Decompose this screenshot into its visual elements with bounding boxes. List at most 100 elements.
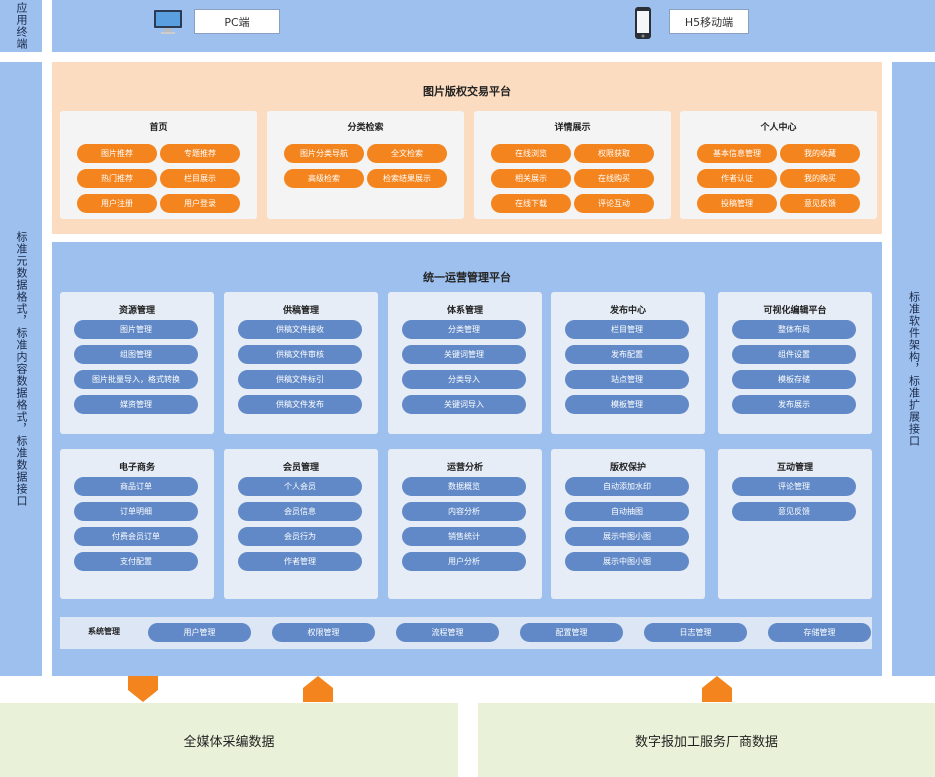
ops-card-title: 运营分析 xyxy=(446,463,483,473)
portal-item-button[interactable]: 用户登录 xyxy=(160,194,240,213)
left-bar-standards-label: 标准元数据格式，标准内容数据格式，标准数据接口 xyxy=(15,231,28,507)
portal-card-title: 个人中心 xyxy=(760,123,797,133)
ops-card-title: 资源管理 xyxy=(118,306,155,316)
ops-item-button[interactable]: 供稿文件标引 xyxy=(238,370,362,389)
portal-card-title: 分类检索 xyxy=(347,123,384,133)
ops-item-button[interactable]: 分类管理 xyxy=(402,320,526,339)
ops-item-button[interactable]: 模板管理 xyxy=(565,395,689,414)
portal-item-button[interactable]: 高级检索 xyxy=(284,169,364,188)
ops-item-button[interactable]: 用户分析 xyxy=(402,552,526,571)
ops-card: 电子商务商品订单订单明细付费会员订单支付配置 xyxy=(60,449,214,599)
ops-card-title: 供稿管理 xyxy=(282,306,319,316)
ops-item-button[interactable]: 组件设置 xyxy=(732,345,856,364)
ops-item-button[interactable]: 展示中图小图 xyxy=(565,552,689,571)
ops-card: 会员管理个人会员会员信息会员行为作者管理 xyxy=(224,449,378,599)
ops-card-title: 发布中心 xyxy=(609,306,646,316)
portal-item-button[interactable]: 我的购买 xyxy=(780,169,860,188)
ops-item-button[interactable]: 发布展示 xyxy=(732,395,856,414)
portal-item-button[interactable]: 图片分类导航 xyxy=(284,144,364,163)
arrow-up-icon xyxy=(303,676,333,702)
portal-card-title: 详情展示 xyxy=(554,123,591,133)
ops-card-title: 电子商务 xyxy=(118,463,155,473)
ops-item-button[interactable]: 意见反馈 xyxy=(732,502,856,521)
right-bar-standards-label: 标准软件架构，标准扩展接口 xyxy=(907,291,921,447)
ops-item-button[interactable]: 作者管理 xyxy=(238,552,362,571)
portal-item-button[interactable]: 我的收藏 xyxy=(780,144,860,163)
system-item-button[interactable]: 日志管理 xyxy=(644,623,747,642)
portal-item-button[interactable]: 用户注册 xyxy=(77,194,157,213)
mobile-phone-icon xyxy=(635,7,651,39)
ops-card-title: 可视化编辑平台 xyxy=(763,306,827,316)
portal-card-title: 首页 xyxy=(149,123,168,133)
ops-item-button[interactable]: 整体布局 xyxy=(732,320,856,339)
ops-item-button[interactable]: 会员行为 xyxy=(238,527,362,546)
ops-title: 统一运营管理平台 xyxy=(423,271,511,284)
ops-item-button[interactable]: 支付配置 xyxy=(74,552,198,571)
ops-item-button[interactable]: 订单明细 xyxy=(74,502,198,521)
system-management-label: 系统管理 xyxy=(88,627,120,636)
portal-item-button[interactable]: 投稿管理 xyxy=(697,194,777,213)
portal-card: 详情展示在线浏览权限获取相关展示在线购买在线下载评论互动 xyxy=(474,111,671,219)
system-management-bar: 系统管理 用户管理 权限管理 流程管理 配置管理 日志管理 存储管理 xyxy=(60,617,872,649)
ops-item-button[interactable]: 图片批量导入，格式转换 xyxy=(74,370,198,389)
ops-item-button[interactable]: 内容分析 xyxy=(402,502,526,521)
system-item-button[interactable]: 配置管理 xyxy=(520,623,623,642)
portal-item-button[interactable]: 在线购买 xyxy=(574,169,654,188)
ops-item-button[interactable]: 评论管理 xyxy=(732,477,856,496)
portal-item-button[interactable]: 检索结果展示 xyxy=(367,169,447,188)
system-item-button[interactable]: 用户管理 xyxy=(148,623,251,642)
ops-item-button[interactable]: 分类导入 xyxy=(402,370,526,389)
ops-item-button[interactable]: 发布配置 xyxy=(565,345,689,364)
ops-item-button[interactable]: 展示中图小图 xyxy=(565,527,689,546)
ops-item-button[interactable]: 付费会员订单 xyxy=(74,527,198,546)
portal-item-button[interactable]: 栏目展示 xyxy=(160,169,240,188)
ops-card: 资源管理图片管理组图管理图片批量导入，格式转换媒资管理 xyxy=(60,292,214,434)
ops-item-button[interactable]: 图片管理 xyxy=(74,320,198,339)
system-item-button[interactable]: 权限管理 xyxy=(272,623,375,642)
terminal-bar: PC端 H5移动端 xyxy=(52,0,935,52)
portal-item-button[interactable]: 专题推荐 xyxy=(160,144,240,163)
ops-item-button[interactable]: 商品订单 xyxy=(74,477,198,496)
portal-item-button[interactable]: 热门推荐 xyxy=(77,169,157,188)
ops-item-button[interactable]: 会员信息 xyxy=(238,502,362,521)
system-item-button[interactable]: 存储管理 xyxy=(768,623,871,642)
ops-card: 互动管理评论管理意见反馈 xyxy=(718,449,872,599)
portal-item-button[interactable]: 在线浏览 xyxy=(491,144,571,163)
portal-card: 分类检索图片分类导航全文检索高级检索检索结果展示 xyxy=(267,111,464,219)
portal-item-button[interactable]: 全文检索 xyxy=(367,144,447,163)
ops-card: 供稿管理供稿文件接收供稿文件审核供稿文件标引供稿文件发布 xyxy=(224,292,378,434)
ops-card: 体系管理分类管理关键词管理分类导入关键词导入 xyxy=(388,292,542,434)
arrow-down-icon xyxy=(128,676,158,702)
portal-title: 图片版权交易平台 xyxy=(423,85,511,98)
ops-item-button[interactable]: 供稿文件发布 xyxy=(238,395,362,414)
ops-item-button[interactable]: 个人会员 xyxy=(238,477,362,496)
portal-item-button[interactable]: 评论互动 xyxy=(574,194,654,213)
ops-item-button[interactable]: 供稿文件接收 xyxy=(238,320,362,339)
ops-item-button[interactable]: 关键词管理 xyxy=(402,345,526,364)
ops-item-button[interactable]: 供稿文件审核 xyxy=(238,345,362,364)
ops-item-button[interactable]: 站点管理 xyxy=(565,370,689,389)
ops-item-button[interactable]: 销售统计 xyxy=(402,527,526,546)
portal-item-button[interactable]: 相关展示 xyxy=(491,169,571,188)
portal-item-button[interactable]: 作者认证 xyxy=(697,169,777,188)
ops-item-button[interactable]: 数据概览 xyxy=(402,477,526,496)
right-bar-standards: 标准软件架构，标准扩展接口 xyxy=(892,62,935,676)
system-item-button[interactable]: 流程管理 xyxy=(396,623,499,642)
portal-item-button[interactable]: 意见反馈 xyxy=(780,194,860,213)
ops-item-button[interactable]: 关键词导入 xyxy=(402,395,526,414)
ops-item-button[interactable]: 媒资管理 xyxy=(74,395,198,414)
ops-item-button[interactable]: 栏目管理 xyxy=(565,320,689,339)
left-bar-terminal: 应用终端 xyxy=(0,0,42,52)
portal-item-button[interactable]: 在线下载 xyxy=(491,194,571,213)
ops-platform: 统一运营管理平台 资源管理图片管理组图管理图片批量导入，格式转换媒资管理供稿管理… xyxy=(52,242,882,676)
data-source-media: 全媒体采编数据 xyxy=(0,703,458,777)
ops-item-button[interactable]: 自动抽图 xyxy=(565,502,689,521)
terminal-mobile-label: H5移动端 xyxy=(669,9,749,34)
portal-item-button[interactable]: 图片推荐 xyxy=(77,144,157,163)
portal-item-button[interactable]: 基本信息管理 xyxy=(697,144,777,163)
terminal-pc-label: PC端 xyxy=(194,9,280,34)
ops-item-button[interactable]: 模板存储 xyxy=(732,370,856,389)
portal-item-button[interactable]: 权限获取 xyxy=(574,144,654,163)
ops-item-button[interactable]: 自动添加水印 xyxy=(565,477,689,496)
ops-item-button[interactable]: 组图管理 xyxy=(74,345,198,364)
